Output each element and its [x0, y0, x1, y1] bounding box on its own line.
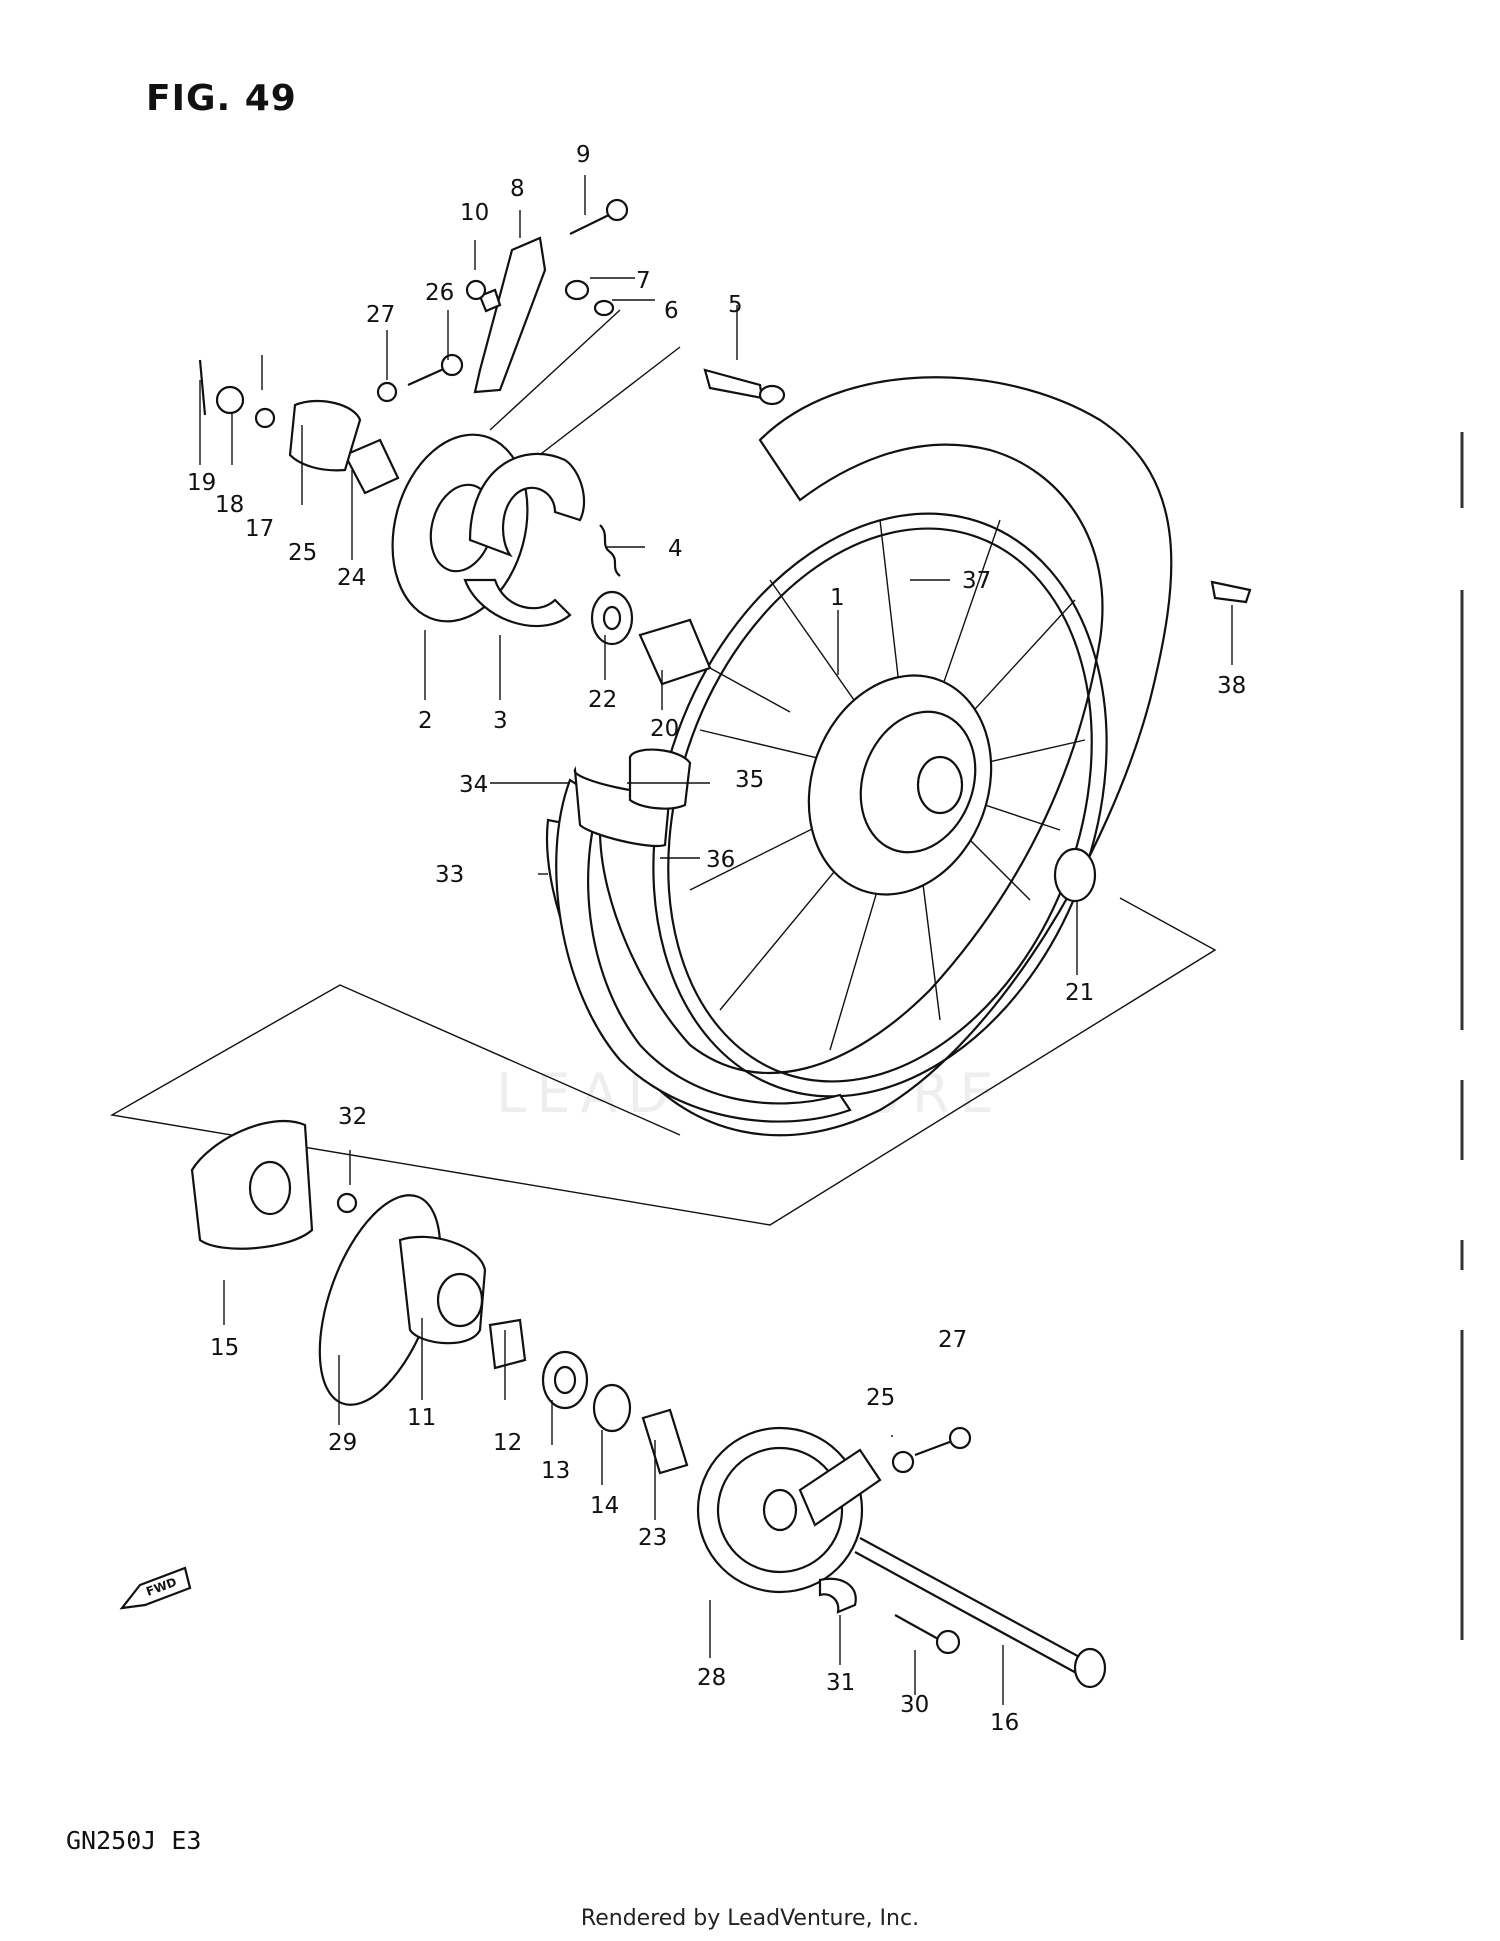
tire-tube-assembly — [555, 748, 852, 1123]
brake-assembly — [391, 236, 585, 628]
callout-35: 35 — [735, 767, 764, 793]
callout-11: 11 — [407, 1405, 436, 1431]
callout-37: 37 — [962, 568, 991, 594]
callout-24: 24 — [337, 565, 366, 591]
callout-23: 23 — [638, 1525, 667, 1551]
small-parts — [198, 198, 1252, 903]
callout-10: 10 — [460, 200, 489, 226]
callout-27: 27 — [366, 302, 395, 328]
callout-33: 33 — [435, 862, 464, 888]
callout-labels: 1 2 3 4 5 6 7 8 9 10 11 12 13 14 15 16 1… — [187, 142, 1246, 1736]
callout-30: 30 — [900, 1692, 929, 1718]
callout-38: 38 — [1217, 673, 1246, 699]
callout-12: 12 — [493, 1430, 522, 1456]
callout-19: 19 — [187, 470, 216, 496]
rear-wheel — [545, 376, 1173, 1137]
callout-25b: 25 — [866, 1385, 895, 1411]
callout-29: 29 — [328, 1430, 357, 1456]
figure-title: FIG. 49 — [146, 78, 297, 119]
callout-5: 5 — [728, 292, 743, 318]
callout-27b: 27 — [938, 1327, 967, 1353]
callout-15: 15 — [210, 1335, 239, 1361]
callout-14: 14 — [590, 1493, 619, 1519]
forward-direction-arrow-icon: FWD — [119, 1566, 192, 1610]
footer-credit: Rendered by LeadVenture, Inc. — [580, 1906, 920, 1931]
callout-9: 9 — [576, 142, 591, 168]
callout-13: 13 — [541, 1458, 570, 1484]
callout-leaders — [199, 175, 1233, 1705]
callout-26: 26 — [425, 280, 454, 306]
callout-1: 1 — [830, 585, 845, 611]
assembly-guides — [109, 309, 1217, 1226]
callout-36: 36 — [706, 847, 735, 873]
drive-side-assembly — [190, 1119, 1107, 1689]
callout-6: 6 — [664, 298, 679, 324]
callout-17: 17 — [245, 516, 274, 542]
callout-32: 32 — [338, 1104, 367, 1130]
callout-16: 16 — [990, 1710, 1019, 1736]
callout-3: 3 — [493, 708, 508, 734]
callout-2: 2 — [418, 708, 433, 734]
callout-4: 4 — [668, 536, 683, 562]
model-code: GN250J E3 — [66, 1826, 202, 1855]
callout-18: 18 — [215, 492, 244, 518]
callout-8: 8 — [510, 176, 525, 202]
callout-25: 25 — [288, 540, 317, 566]
callout-7: 7 — [636, 268, 651, 294]
callout-21: 21 — [1065, 980, 1094, 1006]
callout-22: 22 — [588, 687, 617, 713]
callout-28: 28 — [697, 1665, 726, 1691]
callout-31: 31 — [826, 1670, 855, 1696]
callout-34: 34 — [459, 772, 488, 798]
callout-20: 20 — [650, 716, 679, 742]
